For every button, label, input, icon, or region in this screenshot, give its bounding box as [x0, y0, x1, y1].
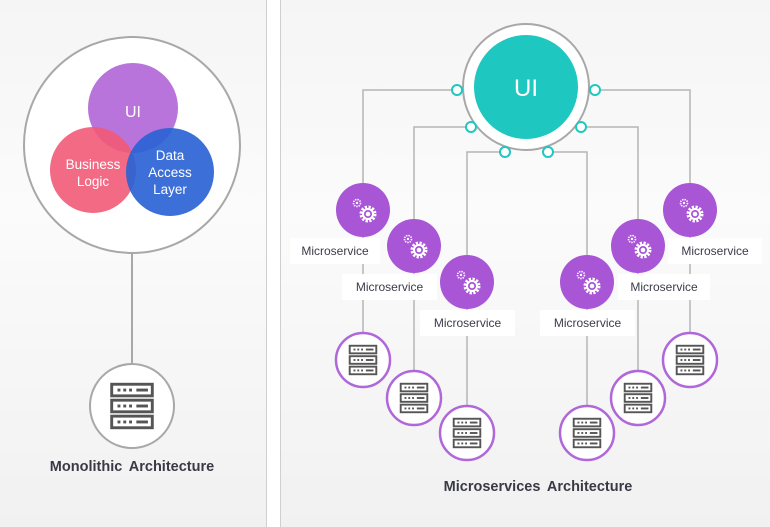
server-rack-icon [452, 417, 482, 449]
server-node [385, 369, 443, 427]
connector-port [451, 84, 463, 96]
microservice-node [387, 219, 441, 273]
microservice-node [560, 255, 614, 309]
connector-line [413, 126, 471, 219]
microservice-label: Microservice [681, 244, 749, 258]
microservice-label: Microservice [554, 316, 622, 330]
ui-hub-circle [474, 35, 578, 139]
microservice-label-box [540, 310, 635, 336]
ui-layer-label: UI [125, 104, 141, 121]
connector-port [589, 84, 601, 96]
connector-port [465, 121, 477, 133]
server-rack-icon [623, 382, 653, 414]
microservice-node [440, 255, 494, 309]
connector-port [542, 146, 554, 158]
microservice-node [663, 183, 717, 237]
server-node [661, 331, 719, 389]
microservice-label: Microservice [630, 280, 698, 294]
microservices-title: Microservices Architecture [444, 479, 633, 495]
microservice-label: Microservice [356, 280, 424, 294]
connector-line [548, 151, 588, 255]
server-rack-icon [675, 344, 705, 376]
microservice-label-box [668, 238, 762, 264]
connector-port [499, 146, 511, 158]
microservice-label-box [420, 310, 515, 336]
ui-hub-label: UI [514, 75, 538, 102]
server-node [558, 404, 616, 462]
connector-line [595, 89, 691, 183]
monolith-title: Monolithic Architecture [50, 459, 214, 475]
connector-line [362, 89, 457, 183]
connector-line [581, 126, 639, 219]
data-access-layer-circle [126, 128, 214, 216]
server-rack-icon [572, 417, 602, 449]
server-node [334, 331, 392, 389]
microservice-label-box [342, 274, 437, 300]
server-rack-icon [348, 344, 378, 376]
server-rack-icon [110, 382, 154, 430]
microservice-label-box [290, 238, 380, 264]
server-rack-icon [399, 382, 429, 414]
server-node [609, 369, 667, 427]
microservice-label: Microservice [301, 244, 369, 258]
microservice-label: Microservice [434, 316, 502, 330]
business-logic-layer-circle [50, 127, 136, 213]
server-node [438, 404, 496, 462]
microservice-label-box [618, 274, 710, 300]
connector-port [575, 121, 587, 133]
connector-line [466, 151, 505, 255]
microservice-node [611, 219, 665, 273]
venn-layers [50, 63, 214, 216]
microservice-node [336, 183, 390, 237]
panel-separator [266, 0, 281, 527]
